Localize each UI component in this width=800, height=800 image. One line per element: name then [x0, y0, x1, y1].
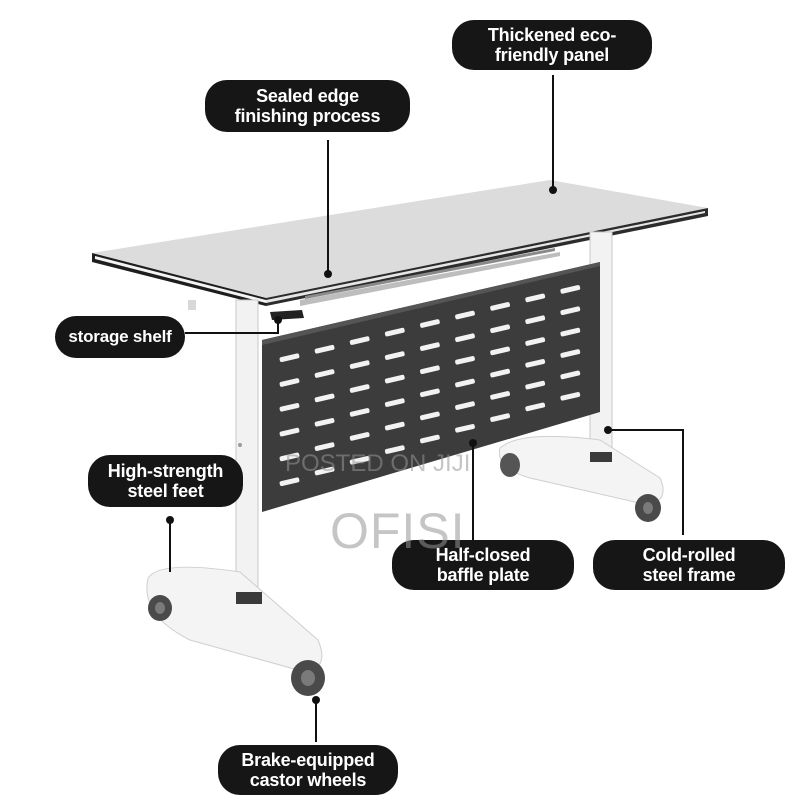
baffle-slot: [384, 351, 405, 360]
tabletop: [92, 180, 708, 306]
baffle-slot: [525, 380, 546, 390]
leader-storage-shelf: [185, 322, 279, 334]
baffle-slot: [455, 310, 475, 320]
baffle-slot: [279, 477, 300, 486]
baffle-slot: [419, 319, 440, 328]
baffle-slot: [455, 401, 475, 410]
baffle-slot: [455, 424, 475, 433]
callout-castor-wheels: Brake-equipped castor wheels: [218, 745, 398, 795]
baffle-slot: [384, 445, 405, 454]
baffle-slot: [419, 411, 440, 421]
baffle-slot: [525, 293, 546, 303]
baffle-slot: [349, 456, 370, 465]
back-left-leg: [188, 300, 196, 310]
watermark-posted: POSTED ON JIJI: [285, 450, 471, 477]
callout-thickened-panel-line1: Thickened eco-: [487, 25, 617, 45]
baffle-slot: [525, 315, 546, 324]
baffle-slot: [419, 388, 440, 398]
callout-sealed-edge-line2: finishing process: [234, 106, 381, 126]
callout-castor-wheels-line2: castor wheels: [249, 770, 367, 790]
callout-baffle-plate-line2: baffle plate: [436, 565, 530, 585]
baffle-slot: [455, 333, 475, 342]
callout-storage-shelf-line1: storage shelf: [68, 327, 172, 346]
watermark-brand: OFISI: [330, 503, 466, 559]
callout-baffle-plate-line1: Half-closed: [435, 545, 531, 565]
baffle-slot: [279, 452, 300, 462]
callout-thickened-panel: Thickened eco- friendly panel: [452, 20, 652, 70]
baffle-slot: [560, 370, 581, 380]
callout-steel-frame-line2: steel frame: [642, 565, 736, 585]
baffle-slot: [560, 349, 581, 358]
baffle-slot: [490, 413, 510, 422]
baffle-slot: [314, 344, 335, 354]
baffle-slot: [560, 327, 581, 337]
baffle-slot: [525, 402, 546, 412]
baffle-slot: [490, 346, 510, 356]
leader-lines: [166, 75, 684, 742]
baffle-slot: [560, 306, 581, 315]
callout-sealed-edge: Sealed edge finishing process: [205, 80, 410, 132]
baffle-slot: [314, 418, 335, 427]
baffle-slot: [419, 434, 440, 444]
left-leg: [146, 299, 325, 696]
baffle-slot: [384, 374, 405, 384]
callout-castor-wheels-line1: Brake-equipped: [241, 750, 375, 770]
baffle-slot: [525, 359, 546, 368]
baffle-slot: [314, 369, 335, 378]
baffle-slot: [384, 327, 405, 337]
baffle-slot: [314, 442, 335, 451]
baffle-slot: [419, 365, 440, 374]
baffle-slot: [314, 393, 335, 403]
callout-steel-feet-line2: steel feet: [127, 481, 204, 501]
callout-steel-feet-line1: High-strength: [107, 461, 224, 481]
baffle-slot: [349, 432, 370, 441]
baffle-slot: [349, 360, 370, 369]
baffle-slot: [560, 285, 581, 294]
baffle-slot: [455, 378, 475, 388]
baffle-slot: [314, 466, 335, 476]
baffle-slot: [279, 378, 300, 387]
baffle-slot: [490, 391, 510, 400]
callout-thickened-panel-line2: friendly panel: [494, 45, 610, 65]
baffle-slot: [279, 403, 300, 412]
baffle-slot: [490, 324, 510, 333]
baffle-slot: [349, 336, 370, 345]
baffle-plate: [262, 262, 600, 512]
baffle-slot: [490, 368, 510, 378]
callout-steel-feet: High-strength steel feet: [88, 455, 243, 507]
baffle-slot: [349, 408, 370, 417]
baffle-slot: [384, 421, 405, 431]
callout-storage-shelf: storage shelf: [55, 316, 185, 358]
baffle-slot: [419, 342, 440, 351]
baffle-slot: [525, 337, 546, 346]
baffle-slot: [279, 427, 300, 437]
baffle-slot: [560, 392, 581, 401]
baffle-slot: [490, 302, 510, 311]
baffle-slot: [384, 398, 405, 407]
callout-sealed-edge-line1: Sealed edge: [256, 86, 359, 106]
baffle-slot: [279, 353, 300, 362]
baffle-slot: [455, 356, 475, 365]
leader-steel-frame: [608, 429, 684, 535]
callout-baffle-plate: Half-closed baffle plate: [392, 540, 574, 590]
callout-steel-frame: Cold-rolled steel frame: [593, 540, 785, 590]
callout-steel-frame-line1: Cold-rolled: [642, 545, 736, 565]
baffle-slot: [349, 384, 370, 393]
